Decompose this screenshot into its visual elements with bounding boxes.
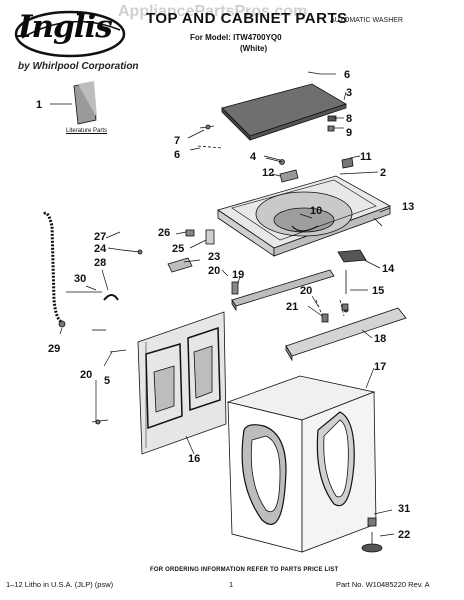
callout-20-left: 20: [80, 369, 92, 381]
callout-20-right: 20: [300, 285, 312, 297]
callout-26: 26: [158, 227, 170, 239]
callout-28: 28: [94, 257, 106, 269]
callout-30: 30: [74, 273, 86, 285]
callout-5: 5: [104, 375, 110, 387]
callout-14: 14: [382, 263, 395, 275]
callout-16: 16: [188, 453, 200, 465]
page-number: 1: [229, 580, 234, 589]
callout-25: 25: [172, 243, 184, 255]
lid-part: [221, 83, 347, 141]
callout-15: 15: [372, 285, 384, 297]
callout-18: 18: [374, 333, 386, 345]
callout-27: 27: [94, 231, 106, 243]
brand-name: Inglis: [18, 9, 113, 45]
brand-subtitle: by Whirlpool Corporation: [18, 61, 139, 72]
rear-panel-part: [137, 311, 227, 455]
callout-8: 8: [346, 113, 352, 125]
callout-29: 29: [48, 343, 60, 355]
top-panel-part: [217, 175, 391, 257]
callout-6-top: 6: [344, 69, 350, 81]
literature-parts-label: Literature Parts: [66, 128, 108, 134]
page-title: TOP AND CABINET PARTS: [146, 10, 348, 27]
part-number: Part No. W10485220 Rev. A: [336, 580, 430, 589]
cabinet-part: [226, 375, 377, 553]
model-number: For Model: ITW4700YQ0: [190, 33, 282, 42]
callout-4: 4: [250, 151, 257, 163]
callout-31: 31: [398, 503, 410, 515]
model-color: (White): [240, 44, 268, 53]
callout-19: 19: [232, 269, 244, 281]
callout-11: 11: [360, 151, 372, 163]
callout-2: 2: [380, 167, 386, 179]
callout-10: 10: [310, 205, 322, 217]
callout-12: 12: [262, 167, 274, 179]
callout-1: 1: [36, 99, 42, 111]
callout-13: 13: [402, 201, 414, 213]
callout-24: 24: [94, 243, 107, 255]
callout-22: 22: [398, 529, 410, 541]
callout-3: 3: [346, 87, 352, 99]
callout-6-left: 6: [174, 149, 180, 161]
literature-booklet: [73, 81, 97, 125]
product-type: AUTOMATIC WASHER: [330, 17, 403, 24]
callout-9: 9: [346, 127, 352, 139]
watermark-text: AppliancePartsPros.com: [118, 3, 308, 20]
callout-17: 17: [374, 361, 386, 373]
ordering-note: FOR ORDERING INFORMATION REFER TO PARTS …: [150, 567, 339, 573]
callout-20-top: 20: [208, 265, 220, 277]
callout-7: 7: [174, 135, 180, 147]
brand-logo: [14, 10, 126, 58]
callout-23: 23: [208, 251, 220, 263]
callout-21: 21: [286, 301, 298, 313]
print-info: 1–12 Litho in U.S.A. (JLP) (psw): [6, 580, 114, 589]
